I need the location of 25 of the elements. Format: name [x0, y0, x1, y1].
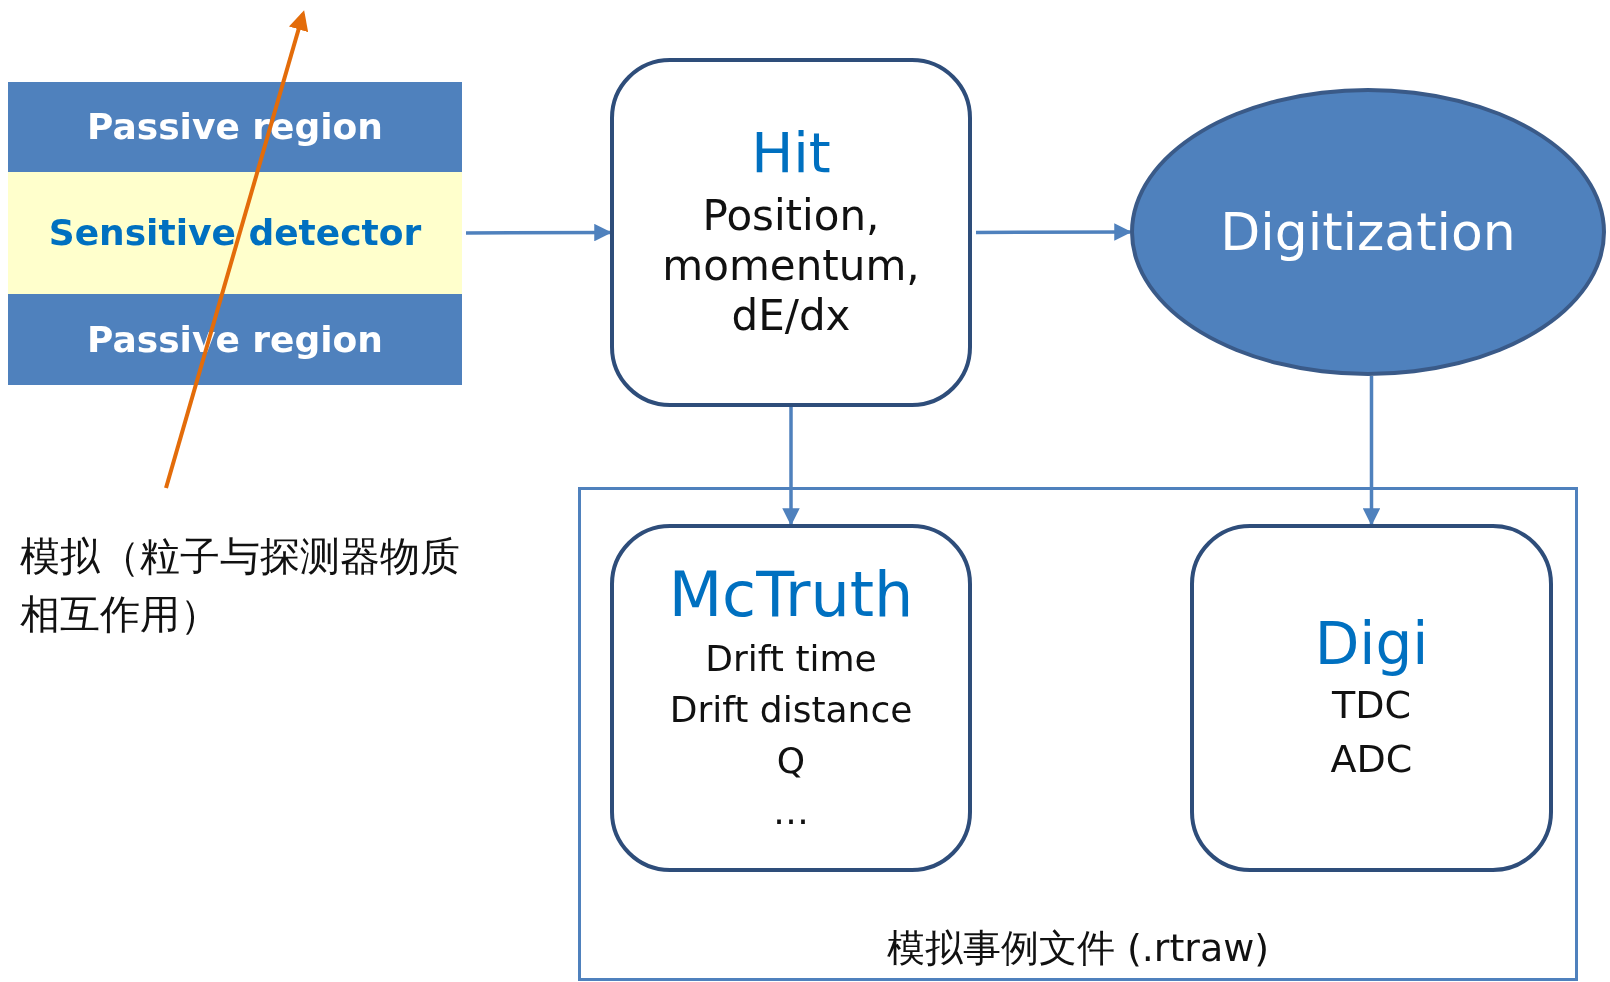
box-text: Q — [776, 739, 806, 783]
file-frame — [578, 487, 1578, 981]
arrow — [466, 223, 612, 242]
box-text: ADC — [1330, 736, 1413, 783]
mctruth-box — [610, 524, 972, 872]
box-text: Drift distance — [669, 688, 913, 732]
caption-text: 模拟（粒子与探测器物质相互作用） — [20, 532, 461, 639]
box-text: Digitization — [1220, 200, 1516, 264]
hit-box — [610, 58, 972, 407]
box-text: 模拟事例文件 (.rtraw) — [886, 926, 1270, 972]
box-text: Drift time — [705, 636, 877, 680]
box-text: TDC — [1332, 683, 1411, 729]
passive-region-band — [8, 82, 462, 172]
digi-box — [1190, 524, 1553, 872]
sensitive-detector-band — [8, 172, 462, 294]
box-text: Position, momentum, dE/dx — [661, 190, 921, 342]
box-title: Digi — [1314, 609, 1429, 680]
box-text: … — [773, 790, 809, 834]
box-title: Hit — [751, 119, 831, 187]
arrow — [976, 223, 1132, 241]
arrow — [782, 407, 800, 526]
box-title: McTruth — [668, 558, 914, 633]
passive-region-band — [8, 294, 462, 385]
box-text: Sensitive detector — [48, 211, 422, 255]
arrow — [1362, 376, 1381, 526]
